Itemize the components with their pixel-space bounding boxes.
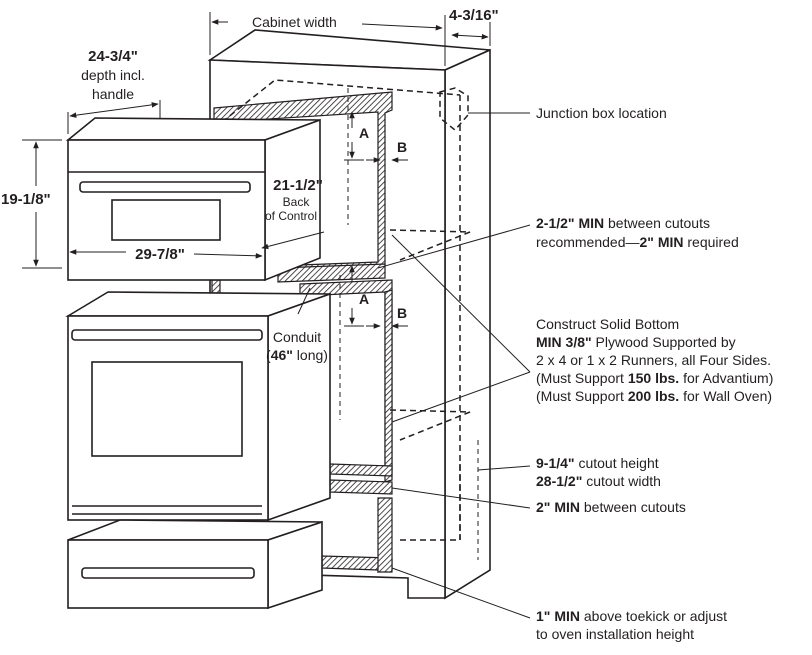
solid-bottom-line3: 2 x 4 or 1 x 2 Runners, all Four Sides. [536,352,771,368]
bottom-runner-1 [329,463,393,477]
cutout-width-label: 28-1/2" cutout width [536,473,661,489]
cutout-height-label: 9-1/4" cutout height [536,455,659,471]
depth-value: 24-3/4" [88,48,138,65]
bottom-runner-2 [329,479,393,495]
conduit-title: Conduit [273,329,321,345]
cabinet-width-label: Cabinet width [252,14,337,30]
wall-oven-window [91,361,243,457]
height-value: 19-1/8" [1,191,51,208]
label-b-upper: B [397,139,407,155]
back-value: 21-1/2" [273,177,323,194]
label-a-lower: A [359,291,369,307]
junction-label: Junction box location [536,105,667,121]
toekick-line2: to oven installation height [536,626,694,642]
solid-bottom-line2: MIN 3/8" Plywood Supported by [536,334,736,350]
label-b-lower: B [397,305,407,321]
between-cutouts-line2: recommended—2" MIN required [536,234,739,250]
junction-box [439,87,469,132]
labels: Cabinet width 4-3/16" 24-3/4" depth incl… [1,7,773,642]
wall-oven [65,291,331,522]
wall-oven-side [267,292,331,522]
advantium-window [111,199,221,241]
wall-oven-handle [71,329,263,341]
depth-line2: handle [92,86,134,102]
offset-label: 4-3/16" [449,7,499,24]
toekick-line1: 1" MIN above toekick or adjust [536,608,727,624]
min-between-label: 2" MIN between cutouts [536,499,686,515]
back-line2: of Control [265,209,317,223]
solid-bottom-line1: Construct Solid Bottom [536,316,679,332]
leader-lines [297,112,531,619]
label-a-upper: A [359,125,369,141]
between-cutouts-line1: 2-1/2" MIN between cutouts [536,215,710,231]
cabinet-right-side [444,48,491,600]
advantium-handle [79,181,251,193]
dimension-lines [22,12,491,560]
width-value: 29-7/8" [135,246,185,263]
solid-bottom-line5: (Must Support 200 lbs. for Wall Oven) [536,388,772,404]
warming-drawer [67,519,323,610]
drawer-handle [81,567,255,579]
solid-bottom-line4: (Must Support 150 lbs. for Advantium) [536,370,773,386]
back-line1: Back [283,195,311,209]
depth-line1: depth incl. [81,67,145,83]
back-top-dashed [221,79,461,123]
advantium-oven [65,117,321,282]
conduit-length: (46" long) [266,347,328,363]
